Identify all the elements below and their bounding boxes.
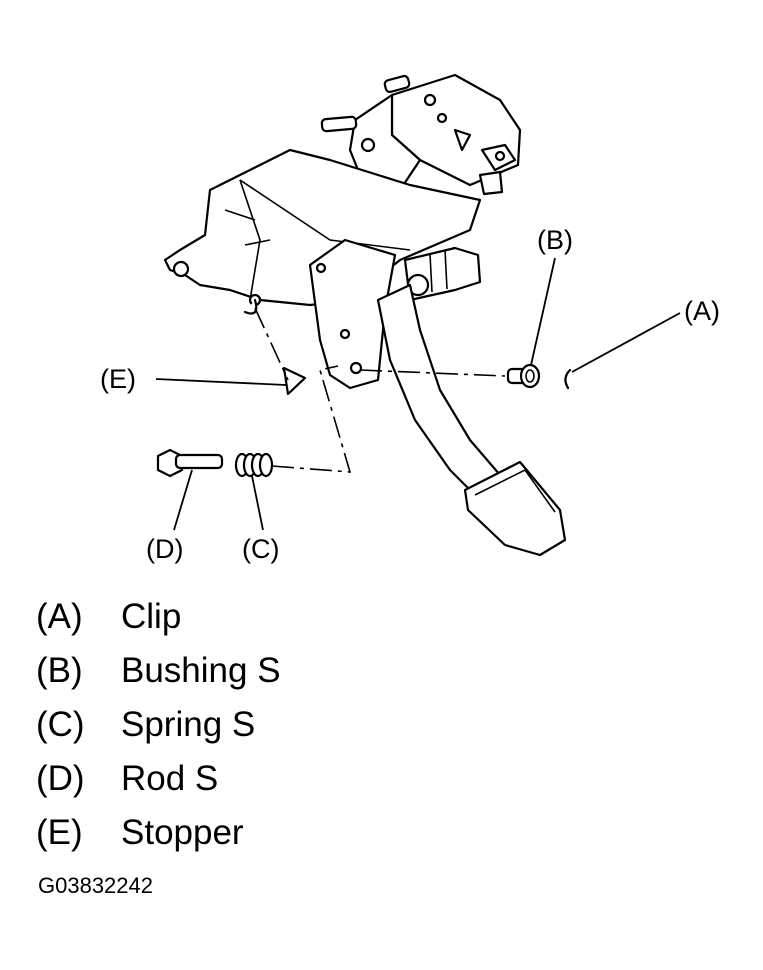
pedal-arm bbox=[376, 283, 567, 557]
legend-key: (D) bbox=[36, 759, 85, 798]
leader-line-a bbox=[571, 312, 681, 373]
pedal-support-bracket bbox=[163, 148, 482, 315]
callout-b: (B) bbox=[537, 225, 573, 255]
legend-item-d: (D) Rod S bbox=[36, 752, 281, 806]
legend-item-c: (C) Spring S bbox=[36, 698, 281, 752]
legend-item-a: (A) Clip bbox=[36, 590, 281, 644]
legend-label: Clip bbox=[121, 597, 182, 636]
pedal-assembly-diagram: (A) (B) (C) (D) (E) bbox=[100, 73, 720, 564]
legend-item-e: (E) Stopper bbox=[36, 806, 281, 860]
callout-d: (D) bbox=[146, 534, 183, 564]
pivot-bolt bbox=[403, 246, 482, 302]
leader-line-d bbox=[173, 469, 193, 531]
pedal-side-plate bbox=[308, 238, 397, 390]
leader-line-c bbox=[251, 475, 264, 531]
legend-key: (A) bbox=[36, 597, 83, 636]
legend-label: Spring S bbox=[121, 705, 256, 744]
leader-line-b bbox=[530, 257, 556, 366]
callout-e: (E) bbox=[100, 364, 136, 394]
callout-c: (C) bbox=[242, 534, 279, 564]
callout-a: (A) bbox=[684, 296, 720, 326]
legend-key: (C) bbox=[36, 705, 85, 744]
figure-code: G03832242 bbox=[38, 873, 153, 898]
legend-key: (E) bbox=[36, 813, 83, 852]
leader-line-e bbox=[155, 378, 287, 386]
legend-key: (B) bbox=[36, 651, 83, 690]
rod-s-part bbox=[156, 448, 224, 478]
bushing-s-part bbox=[506, 363, 541, 389]
spring-s-part bbox=[234, 452, 274, 478]
mounting-bracket bbox=[320, 73, 522, 196]
legend-item-b: (B) Bushing S bbox=[36, 644, 281, 698]
legend-label: Bushing S bbox=[121, 651, 281, 690]
parts-legend: (A) Clip (B) Bushing S (C) Spring S (D) … bbox=[36, 590, 281, 860]
clip-part bbox=[564, 368, 572, 390]
stopper-alignment-line bbox=[254, 307, 289, 381]
legend-label: Stopper bbox=[121, 813, 244, 852]
bushing-alignment-line bbox=[359, 369, 506, 377]
stopper-part bbox=[282, 366, 307, 396]
legend-label: Rod S bbox=[121, 759, 219, 798]
spring-alignment-line bbox=[271, 365, 352, 473]
